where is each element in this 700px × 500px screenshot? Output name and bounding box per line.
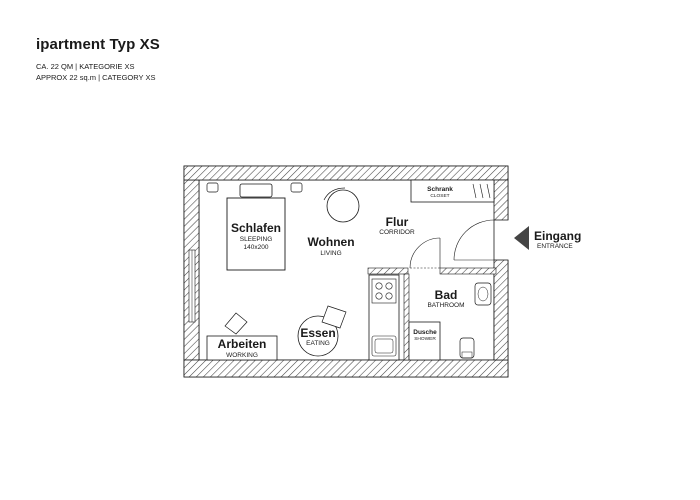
chair-icon bbox=[323, 187, 360, 223]
living-sublabel: LIVING bbox=[320, 250, 341, 257]
bathroom-label: Bad bbox=[435, 288, 458, 302]
basin-icon bbox=[474, 282, 492, 306]
closet: Schrank CLOSET bbox=[410, 179, 495, 203]
bathroom-door bbox=[409, 237, 441, 269]
bathroom: Bad BATHROOM Dusche SHOWER bbox=[408, 282, 492, 361]
closet-label: Schrank bbox=[427, 186, 453, 193]
dining-label: Essen bbox=[300, 326, 335, 340]
interior-walls bbox=[367, 267, 497, 361]
subtitle-english: APPROX 22 sq.m | CATEGORY XS bbox=[36, 73, 156, 82]
bathroom-sublabel: BATHROOM bbox=[427, 302, 464, 309]
subtitle-german: CA. 22 QM | KATEGORIE XS bbox=[36, 62, 135, 71]
sink-icon bbox=[371, 335, 397, 357]
stove-icon bbox=[371, 278, 397, 304]
toilet-icon bbox=[459, 337, 475, 359]
bedroom-label: Schlafen bbox=[231, 221, 281, 235]
shower: Dusche SHOWER bbox=[408, 321, 441, 361]
kitchen-unit bbox=[368, 274, 400, 361]
bedroom-sublabel: SLEEPING bbox=[240, 236, 273, 243]
bed-size: 140x200 bbox=[244, 244, 269, 251]
living-label: Wohnen bbox=[307, 235, 354, 249]
dining-sublabel: EATING bbox=[306, 340, 330, 347]
working-area: Arbeiten WORKING bbox=[206, 312, 278, 361]
working-label: Arbeiten bbox=[218, 337, 267, 351]
shower-label: Dusche bbox=[413, 329, 437, 336]
dining-area: Essen EATING bbox=[297, 305, 347, 357]
entrance-arrow-icon bbox=[514, 226, 529, 250]
shower-sublabel: SHOWER bbox=[414, 336, 436, 342]
bed-icon: Schlafen SLEEPING 140x200 bbox=[206, 182, 303, 271]
entrance-sublabel: ENTRANCE bbox=[537, 243, 573, 250]
outer-walls bbox=[183, 165, 510, 378]
entrance-door bbox=[453, 219, 495, 261]
entrance-label: Eingang bbox=[534, 229, 581, 243]
corridor-label: Flur bbox=[386, 215, 409, 229]
header: ipartment Typ XS CA. 22 QM | KATEGORIE X… bbox=[36, 36, 160, 83]
corridor-sublabel: CORRIDOR bbox=[379, 229, 415, 236]
page-title: ipartment Typ XS bbox=[36, 36, 160, 53]
working-sublabel: WORKING bbox=[226, 352, 258, 359]
entrance-marker: Eingang ENTRANCE bbox=[514, 226, 581, 250]
closet-sublabel: CLOSET bbox=[430, 193, 449, 199]
